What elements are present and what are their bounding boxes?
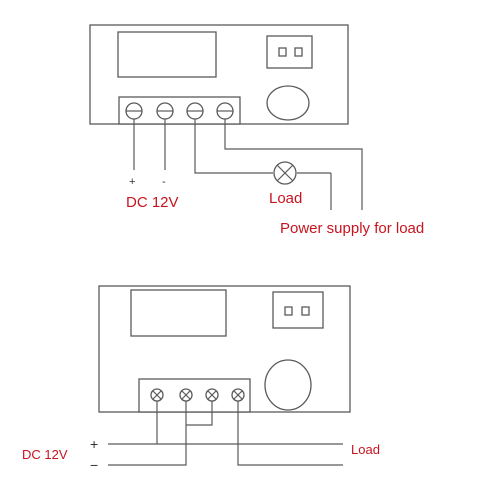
top-plus-sign: + [129, 176, 135, 188]
top-sensor-knob [266, 85, 310, 121]
bottom-minus-sign: − [90, 457, 98, 473]
bottom-display-window [130, 289, 227, 337]
bottom-terminal-3 [205, 388, 219, 402]
bottom-sensor-knob [264, 359, 312, 411]
top-relay-socket [266, 35, 313, 69]
bottom-wire-bridge [186, 401, 213, 426]
bottom-terminal-1 [150, 388, 164, 402]
bottom-thermostat-module: DC 12V + − Load [22, 285, 380, 473]
top-minus-sign: - [162, 176, 166, 188]
bottom-terminal-block [138, 378, 251, 413]
top-power-label: Power supply for load [280, 220, 424, 237]
top-terminal-4 [216, 102, 234, 120]
top-terminal-2 [156, 102, 174, 120]
top-terminal-3 [186, 102, 204, 120]
bottom-dc-label: DC 12V [22, 447, 68, 462]
top-display-window [117, 31, 217, 78]
bottom-load-label: Load [351, 442, 380, 457]
bottom-plus-sign: + [90, 436, 98, 452]
top-dc-label: DC 12V [126, 194, 179, 211]
bottom-wire-load-bottom [237, 401, 343, 466]
top-terminal-1 [125, 102, 143, 120]
bottom-terminal-2 [179, 388, 193, 402]
bottom-terminal-4 [231, 388, 245, 402]
top-wire-common [224, 119, 363, 210]
top-thermostat-module: + - DC 12V Load Power supply for load [89, 24, 424, 237]
bottom-wire-negative [108, 401, 187, 466]
top-load-lamp-icon [273, 161, 297, 185]
top-wire-load [194, 119, 273, 174]
top-load-label: Load [269, 190, 302, 207]
bottom-relay-socket [272, 291, 324, 329]
top-terminal-block [118, 96, 241, 125]
